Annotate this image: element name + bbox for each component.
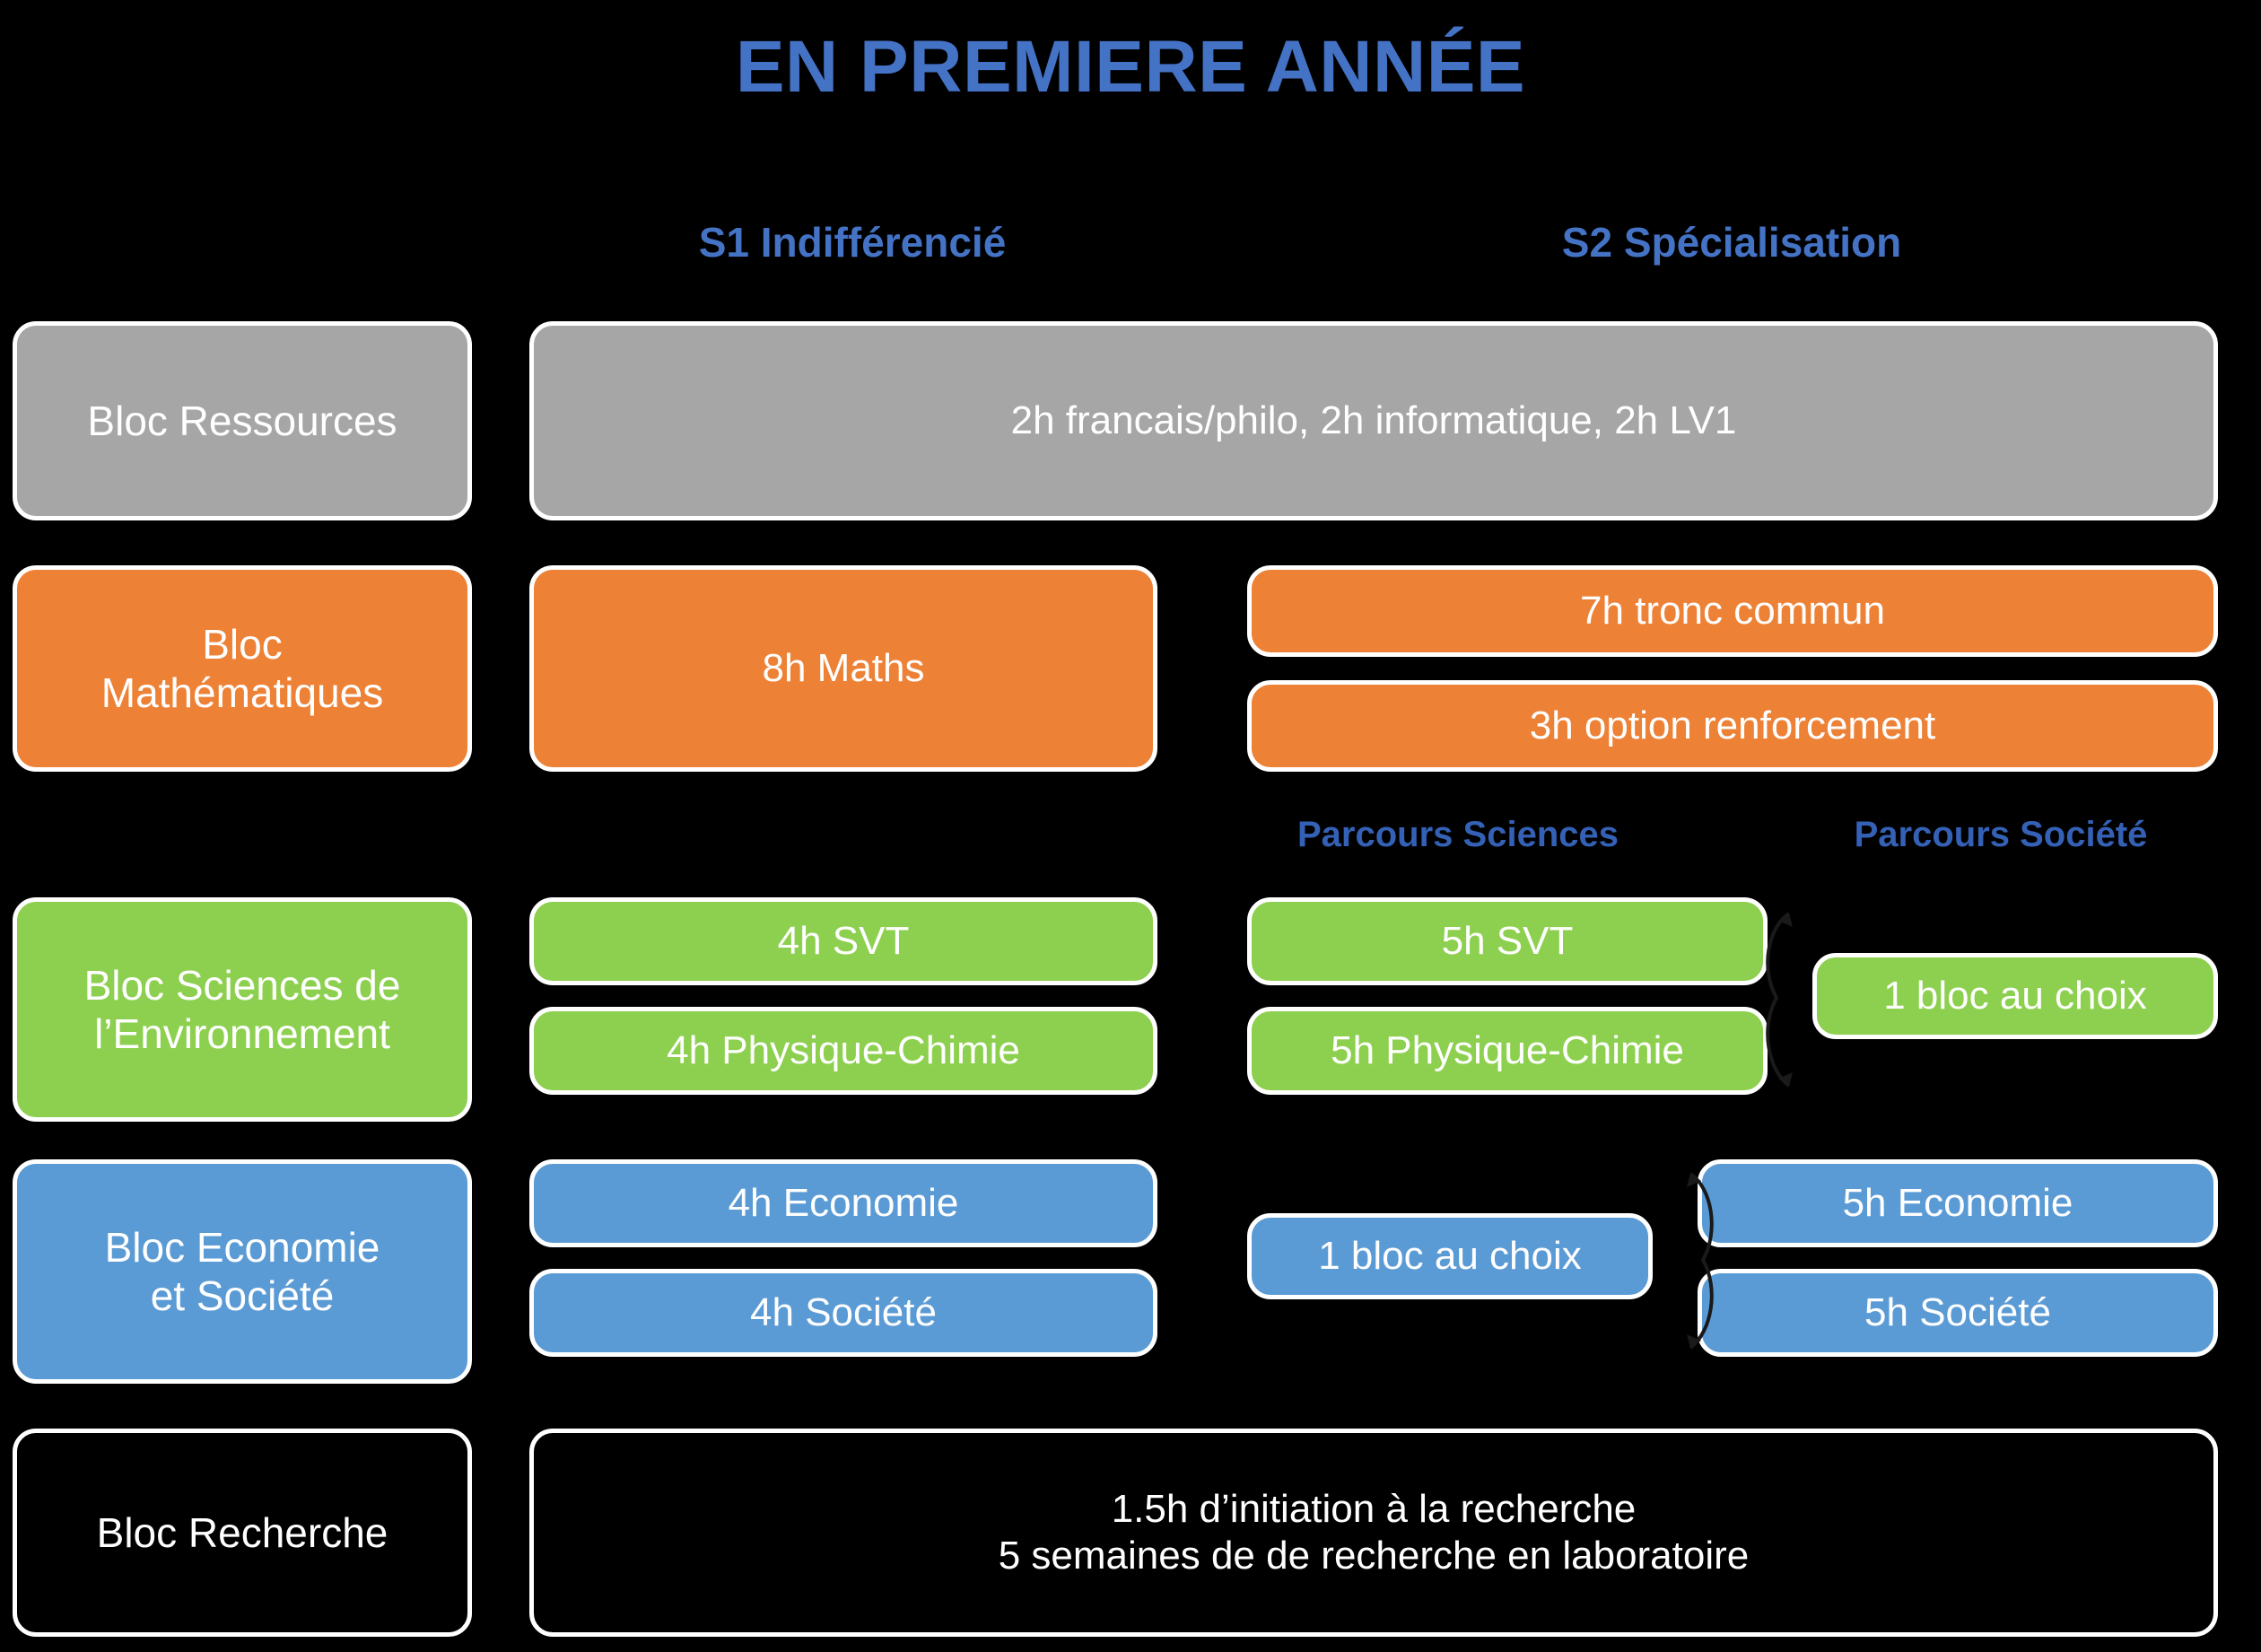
s2-svt-box[interactable]: 5h SVT: [1247, 897, 1768, 985]
s2-sciences-choice-box[interactable]: 1 bloc au choix: [1812, 953, 2218, 1039]
column-title-s1: S1 Indifférencié: [698, 219, 1007, 266]
s1-svt-box[interactable]: 4h SVT: [529, 897, 1157, 985]
s2-physique-chimie-box[interactable]: 5h Physique-Chimie: [1247, 1007, 1768, 1095]
bloc-label-mathematiques[interactable]: Bloc Mathématiques: [13, 565, 472, 772]
s2-economie-box[interactable]: 5h Economie: [1698, 1159, 2218, 1247]
bloc-label-ressources[interactable]: Bloc Ressources: [13, 321, 472, 520]
bloc-label-sciences-line1: Bloc Sciences de: [83, 961, 401, 1009]
s2-sciences-choice-text: 1 bloc au choix: [1883, 974, 2147, 1018]
recherche-content-line2: 5 semaines de de recherche en laboratoir…: [998, 1534, 1750, 1578]
s1-maths-box[interactable]: 8h Maths: [529, 565, 1157, 772]
bloc-label-recherche[interactable]: Bloc Recherche: [13, 1429, 472, 1637]
s2-maths-option-renforcement-text: 3h option renforcement: [1529, 704, 1936, 748]
s1-societe-box[interactable]: 4h Société: [529, 1269, 1157, 1357]
recherche-content-line1: 1.5h d’initiation à la recherche: [1111, 1487, 1637, 1532]
s1-economie-text: 4h Economie: [728, 1181, 959, 1226]
s2-svt-text: 5h SVT: [1441, 919, 1574, 964]
s2-economie-text: 5h Economie: [1842, 1181, 2073, 1226]
parcours-title-societe: Parcours Société: [1854, 815, 2148, 854]
bloc-label-recherche-text: Bloc Recherche: [96, 1508, 388, 1556]
s2-physique-chimie-text: 5h Physique-Chimie: [1331, 1028, 1684, 1073]
s2-societe-choice-box[interactable]: 1 bloc au choix: [1247, 1213, 1653, 1299]
ressources-content-text: 2h francais/philo, 2h informatique, 2h L…: [1010, 398, 1737, 443]
recherche-content-box[interactable]: 1.5h d’initiation à la recherche 5 semai…: [529, 1429, 2218, 1637]
parcours-title-sciences: Parcours Sciences: [1297, 815, 1619, 854]
s2-maths-tronc-commun-box[interactable]: 7h tronc commun: [1247, 565, 2218, 657]
bloc-label-ressources-text: Bloc Ressources: [87, 397, 397, 444]
column-title-s2: S2 Spécialisation: [1561, 219, 1902, 266]
s2-societe-choice-text: 1 bloc au choix: [1318, 1234, 1582, 1279]
bloc-label-mathematiques-line2: Mathématiques: [100, 669, 384, 716]
page-title: EN PREMIERE ANNÉE: [735, 26, 1526, 108]
s1-maths-text: 8h Maths: [762, 646, 925, 691]
s1-societe-text: 4h Société: [750, 1290, 937, 1335]
s1-physique-chimie-text: 4h Physique-Chimie: [667, 1028, 1020, 1073]
s2-maths-tronc-commun-text: 7h tronc commun: [1580, 589, 1885, 634]
s1-economie-box[interactable]: 4h Economie: [529, 1159, 1157, 1247]
bloc-label-mathematiques-line1: Bloc: [202, 620, 283, 668]
bloc-label-economie-line2: et Société: [150, 1272, 335, 1319]
ressources-content-box[interactable]: 2h francais/philo, 2h informatique, 2h L…: [529, 321, 2218, 520]
s2-societe-box[interactable]: 5h Société: [1698, 1269, 2218, 1357]
bloc-label-sciences-environnement[interactable]: Bloc Sciences de l’Environnement: [13, 897, 472, 1122]
s1-physique-chimie-box[interactable]: 4h Physique-Chimie: [529, 1007, 1157, 1095]
s1-svt-text: 4h SVT: [777, 919, 910, 964]
s2-societe-text: 5h Société: [1864, 1290, 2051, 1335]
bloc-label-sciences-line2: l’Environnement: [94, 1010, 390, 1057]
s2-maths-option-renforcement-box[interactable]: 3h option renforcement: [1247, 680, 2218, 772]
bloc-label-economie-line1: Bloc Economie: [104, 1223, 380, 1271]
bloc-label-economie-societe[interactable]: Bloc Economie et Société: [13, 1159, 472, 1384]
